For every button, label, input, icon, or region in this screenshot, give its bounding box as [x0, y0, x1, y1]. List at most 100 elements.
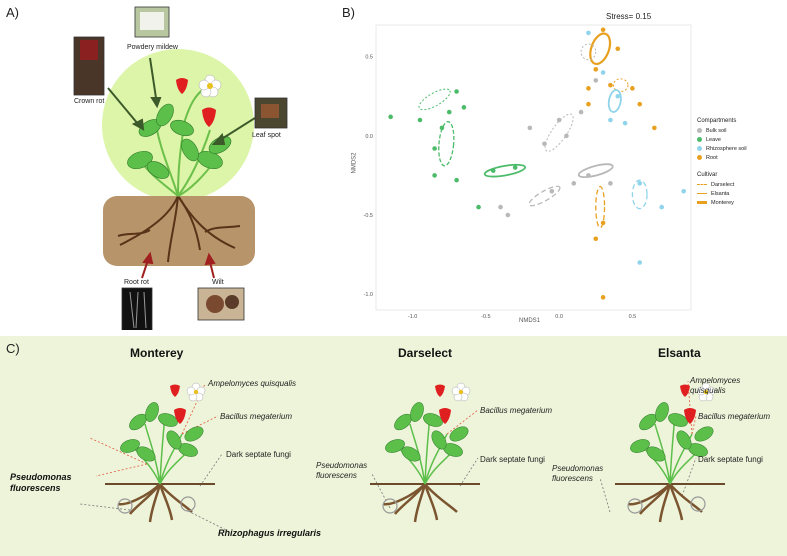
x-axis-label: NMDS1 [519, 318, 541, 324]
point-leave-10 [490, 168, 496, 173]
point-leave-1 [417, 117, 423, 123]
microbe-elsanta-ampelomyces-text: Ampelomyces quisqualis [690, 376, 741, 395]
point-bulk-soil-2 [542, 141, 547, 147]
microbe-monterey-dse: Dark septate fungi [226, 450, 291, 459]
soil-block [103, 196, 255, 266]
cultivar-title-elsanta: Elsanta [658, 346, 701, 360]
y-tick--0.5: -0.5 [364, 213, 373, 219]
ellipse-4 [528, 185, 561, 207]
legend-line-darselect [697, 184, 707, 185]
point-bulk-soil-11 [593, 78, 599, 83]
ellipse-9 [631, 179, 648, 210]
ellipse-7 [612, 78, 629, 92]
point-leave-11 [512, 165, 518, 170]
ellipse-2 [483, 163, 527, 178]
y-tick-0.0: 0.0 [365, 134, 373, 140]
point-leave-2 [432, 146, 437, 151]
ellipse-0 [418, 88, 451, 111]
legend-line-elsanta [697, 193, 707, 194]
label-root-rot: Root rot [124, 279, 149, 286]
ellipse-1 [438, 121, 455, 167]
flower [198, 74, 222, 98]
legend-item-rhizosphere: Rhizosphere soil [697, 144, 785, 153]
panel-c-label: C) [6, 341, 20, 356]
point-leave-8 [454, 177, 459, 183]
microbe-elsanta-bacillus: Bacillus megaterium [698, 412, 771, 421]
cultivar-title-darselect: Darselect [398, 346, 453, 360]
point-rhizosphere-soil-8 [622, 120, 628, 126]
x-tick-0.0: 0.0 [555, 314, 563, 320]
point-bulk-soil-5 [549, 188, 555, 194]
point-bulk-soil-0 [527, 125, 533, 131]
legend-item-leave: Leave [697, 135, 785, 144]
strawberry-plant-illustration [73, 6, 288, 330]
microbe-darselect-pseudomonas-text: Pseudomonas fluorescens [316, 461, 368, 480]
point-bulk-soil-6 [586, 173, 591, 178]
point-root-9 [600, 220, 606, 226]
point-bulk-soil-7 [608, 181, 613, 186]
microbe-darselect-bacillus: Bacillus megaterium [480, 406, 553, 415]
point-bulk-soil-9 [498, 204, 503, 210]
plant-monterey [79, 382, 231, 533]
point-bulk-soil-10 [578, 109, 584, 115]
point-bulk-soil-1 [556, 117, 562, 123]
legend-cultivar-title: Cultivar [697, 172, 718, 178]
point-leave-6 [439, 125, 445, 131]
point-bulk-soil-3 [564, 133, 569, 139]
microbe-elsanta-pseudomonas: Pseudomonas fluorescens [552, 464, 618, 484]
legend-label-elsanta: Elsanta [711, 190, 730, 197]
cultivar-title-monterey: Monterey [130, 346, 184, 360]
point-rhizosphere-soil-1 [600, 70, 606, 75]
point-rhizosphere-soil-2 [608, 117, 613, 123]
point-bulk-soil-8 [505, 212, 511, 218]
ellipse-11 [580, 43, 597, 61]
point-root-8 [593, 236, 599, 242]
legend-label-leave: Leave [706, 136, 721, 143]
legend-item-root: Root [697, 153, 785, 162]
ellipse-10 [607, 89, 622, 113]
microbe-diagram [79, 380, 725, 533]
microbe-monterey-ampelomyces: Ampelomyces quisqualis [208, 379, 297, 388]
point-root-3 [608, 82, 613, 88]
point-rhizosphere-soil-3 [615, 93, 621, 99]
microbe-elsanta-dse: Dark septate fungi [698, 455, 763, 464]
point-leave-7 [432, 173, 437, 178]
point-root-4 [586, 101, 591, 107]
panel-a-label: A) [6, 5, 19, 20]
microbe-darselect-pseudomonas: Pseudomonas fluorescens [316, 461, 378, 481]
strawberry-1 [176, 78, 188, 94]
stress-label: Stress= 0.15 [606, 12, 652, 21]
legend-label-bulk-soil: Bulk soil [706, 127, 727, 134]
label-wilt: Wilt [212, 279, 224, 286]
points-layer [388, 27, 686, 300]
legend-label-monterey: Monterey [711, 199, 734, 206]
legend-label-darselect: Darselect [711, 181, 735, 188]
point-rhizosphere-soil-4 [637, 181, 643, 186]
legend: Compartments Bulk soil Leave Rhizosphere… [697, 118, 785, 207]
y-tick-0.5: 0.5 [365, 55, 373, 61]
legend-label-root: Root [706, 154, 718, 161]
x-tick--0.5: -0.5 [481, 314, 490, 320]
panel-a: A) [0, 0, 330, 330]
plant-darselect [370, 382, 480, 523]
ellipse-8 [595, 185, 606, 229]
point-rhizosphere-soil-5 [659, 204, 664, 210]
point-leave-0 [388, 114, 393, 120]
label-crown-rot: Crown rot [74, 98, 105, 105]
point-leave-5 [461, 105, 467, 110]
ellipse-6 [589, 32, 612, 66]
point-root-7 [637, 101, 643, 107]
microbe-elsanta-ampelomyces: Ampelomyces quisqualis [690, 376, 770, 396]
point-rhizosphere-soil-7 [637, 260, 643, 265]
plant-elsanta [599, 380, 725, 523]
panel-b-label: B) [342, 5, 355, 20]
legend-item-monterey: Monterey [697, 198, 785, 207]
ellipse-5 [577, 163, 614, 179]
point-leave-4 [454, 89, 459, 94]
point-root-0 [600, 27, 606, 33]
microbe-monterey-pseudomonas-text: Pseudomonas fluorescens [10, 472, 72, 493]
x-tick--1.0: -1.0 [408, 314, 417, 320]
